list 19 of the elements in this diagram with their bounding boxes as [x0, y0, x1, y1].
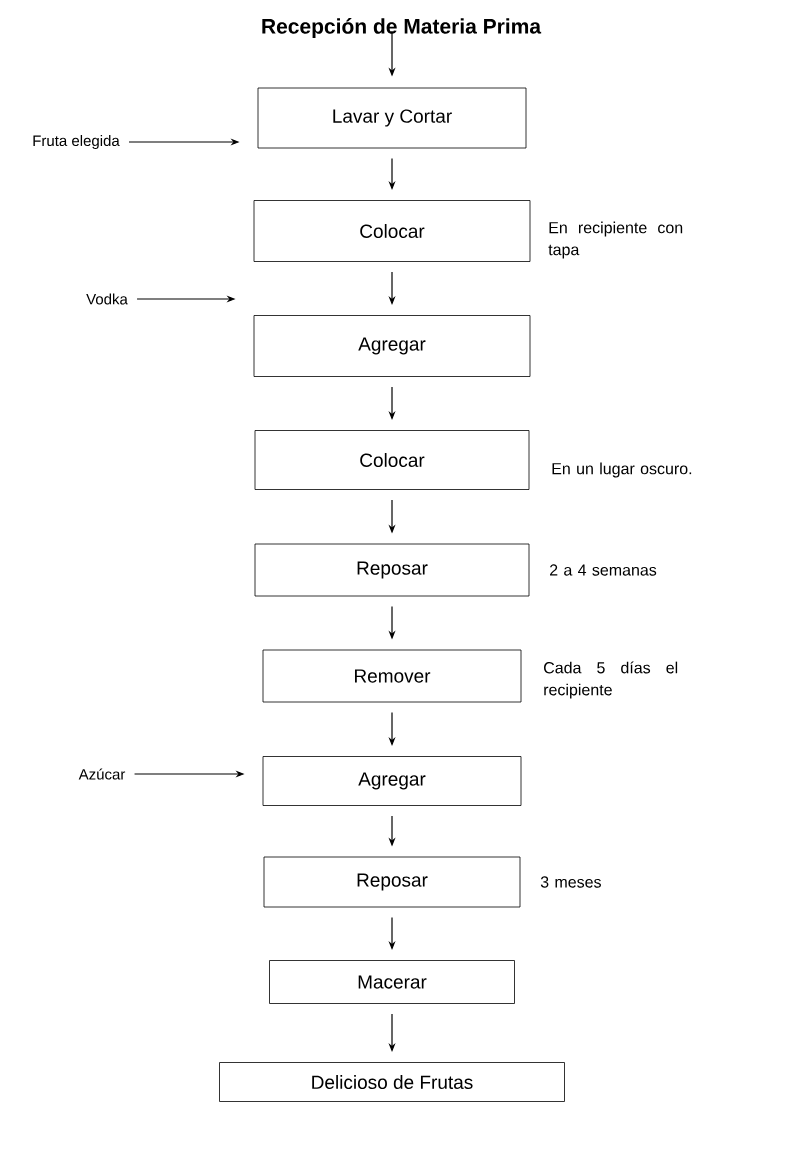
process-box: Agregar [253, 315, 531, 377]
input-label: Vodka [86, 293, 128, 305]
process-box: Remover [262, 649, 522, 703]
process-box: Reposar [254, 543, 530, 597]
flow-title: Recepción de Materia Prima [262, 18, 542, 38]
process-box: Delicioso de Frutas [219, 1062, 565, 1102]
process-box: Colocar [253, 200, 531, 262]
input-label: Azúcar [78, 768, 126, 780]
side-note: En recipiente con tapa [548, 221, 683, 259]
process-box: Colocar [254, 430, 530, 490]
input-label: Fruta elegida [33, 135, 120, 149]
side-note: Cada 5 días el recipiente [544, 661, 678, 699]
process-box: Lavar y Cortar [257, 87, 527, 149]
process-box: Agregar [262, 756, 522, 806]
side-note: 3 meses [540, 876, 601, 888]
side-note: En un lugar oscuro. [552, 462, 692, 478]
process-box: Reposar [263, 856, 521, 908]
side-note: 2 a 4 semanas [550, 564, 657, 576]
process-box: Macerar [269, 960, 515, 1004]
